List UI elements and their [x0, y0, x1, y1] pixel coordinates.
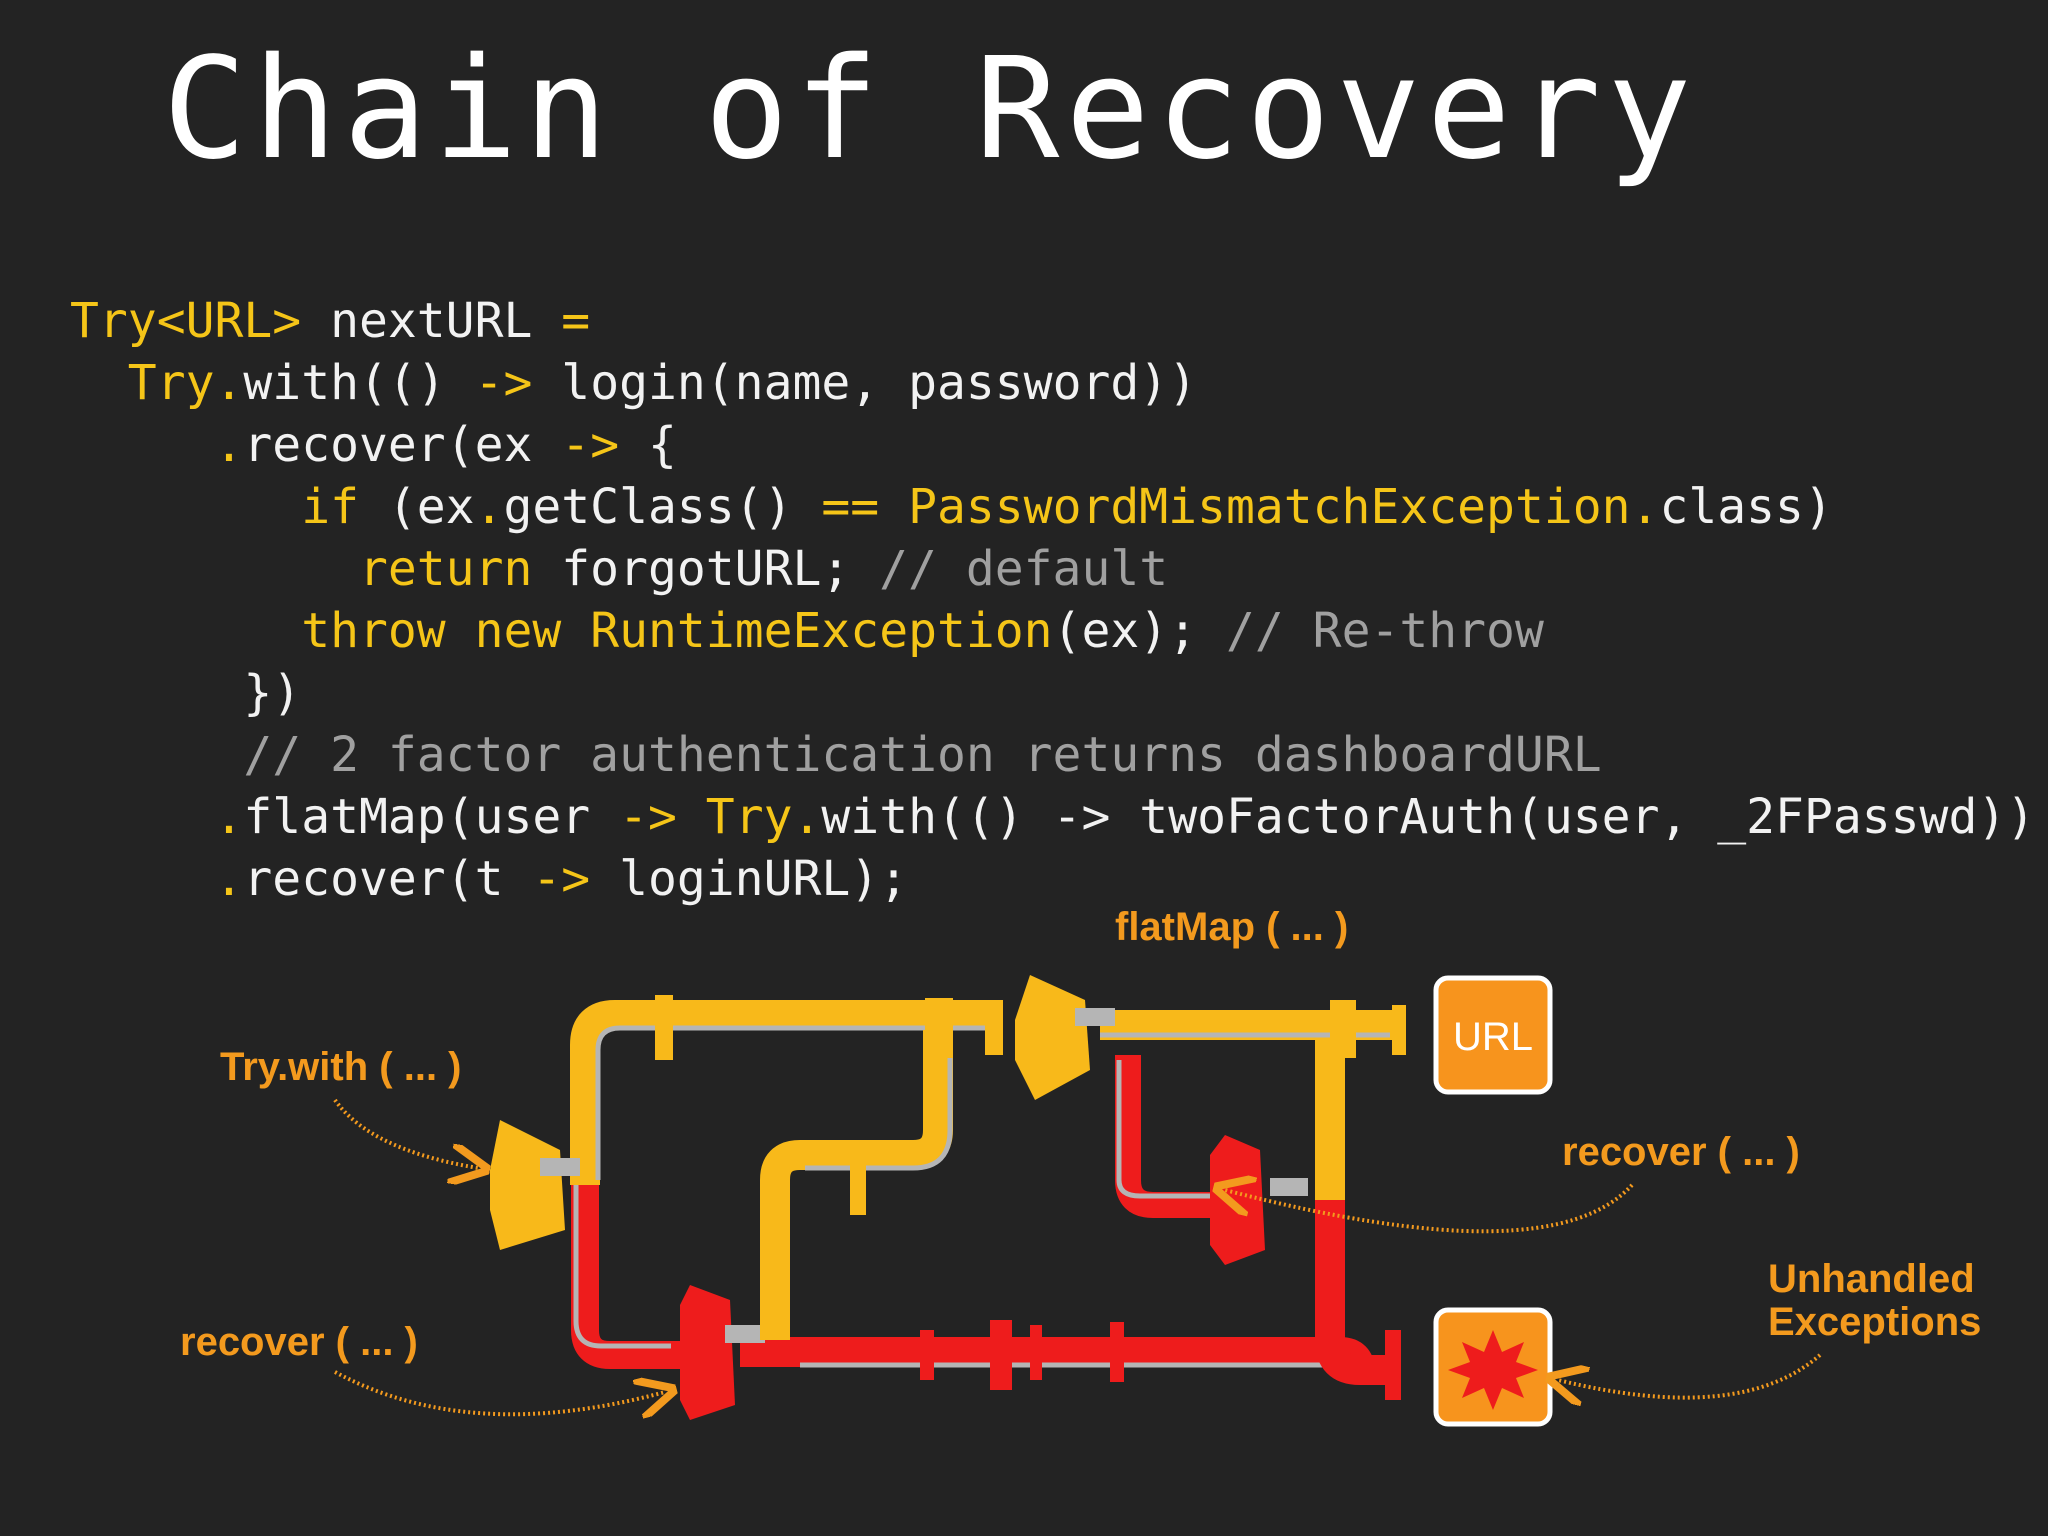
explosion-icon	[1448, 1330, 1538, 1410]
code-token: ->	[474, 355, 533, 411]
code-token: .	[214, 355, 244, 411]
code-line: .flatMap(user -> Try.with(() -> twoFacto…	[70, 786, 2036, 848]
code-token: .	[474, 479, 504, 535]
flatmap-valve	[1015, 975, 1090, 1100]
code-token: (ex	[358, 479, 475, 535]
code-token: recover(ex	[243, 417, 562, 473]
success-track	[490, 975, 1406, 1340]
code-indent	[70, 417, 215, 473]
code-token	[561, 603, 590, 659]
code-token: Try<URL>	[70, 293, 302, 349]
code-token: throw	[301, 603, 446, 659]
code-token: ==	[821, 479, 880, 535]
code-token: {	[619, 417, 677, 473]
code-token: class)	[1659, 479, 1833, 535]
annotation-arrows	[333, 1098, 1822, 1414]
code-line: Try<URL> nextURL =	[70, 290, 2035, 352]
code-line: return forgotURL; // default	[70, 538, 2035, 600]
url-output: URL	[1433, 975, 1553, 1095]
code-token: .	[1630, 479, 1660, 535]
code-token: with(()	[243, 355, 475, 411]
code-token: =	[561, 293, 591, 349]
code-token: if	[301, 479, 359, 535]
code-token: Try	[705, 789, 793, 845]
code-token: recover(t	[243, 851, 533, 907]
label-recover-left: recover ( ... )	[180, 1320, 418, 1364]
code-line: // 2 factor authentication returns dashb…	[70, 724, 2035, 786]
code-token: getClass()	[503, 479, 822, 535]
code-token: // Re-throw	[1225, 603, 1544, 659]
code-token: forgotURL;	[532, 541, 880, 597]
recover-valve-right	[1210, 1135, 1265, 1265]
failure-track	[571, 1055, 1401, 1420]
code-token: .	[214, 417, 244, 473]
code-token: loginURL);	[590, 851, 909, 907]
pipe-diagram: URL Try.with ( ... ) recover ( ... ) fla…	[180, 905, 1981, 1427]
code-token	[677, 789, 706, 845]
code-block: Try<URL> nextURL = Try.with(() -> login(…	[70, 290, 2035, 910]
code-line: if (ex.getClass() == PasswordMismatchExc…	[70, 476, 2035, 538]
code-token	[879, 479, 908, 535]
code-token: PasswordMismatchException	[908, 479, 1631, 535]
code-line: .recover(ex -> {	[70, 414, 2035, 476]
url-box-label: URL	[1453, 1015, 1533, 1059]
code-indent	[70, 665, 243, 721]
code-token: nextURL	[301, 293, 562, 349]
code-token: ->	[532, 851, 591, 907]
code-indent	[70, 355, 128, 411]
code-indent	[70, 603, 301, 659]
code-line: })	[70, 662, 2035, 724]
code-token: with(() -> twoFactorAuth(user, _2FPasswd…	[821, 789, 2036, 845]
code-indent	[70, 789, 215, 845]
code-token: .	[214, 789, 244, 845]
code-indent	[70, 727, 243, 783]
code-indent	[70, 541, 359, 597]
code-token: .	[792, 789, 822, 845]
code-token: ->	[619, 789, 677, 845]
code-token: return	[358, 541, 533, 597]
label-unhandled-1: Unhandled	[1768, 1257, 1975, 1301]
code-line: Try.with(() -> login(name, password))	[70, 352, 2035, 414]
slide-title: Chain of Recovery	[162, 28, 1698, 191]
code-token: .	[214, 851, 244, 907]
label-unhandled-2: Exceptions	[1768, 1300, 1981, 1344]
exception-output	[1433, 1307, 1553, 1427]
code-token: ->	[561, 417, 620, 473]
try-with-valve	[490, 1120, 565, 1250]
label-recover-right: recover ( ... )	[1562, 1130, 1800, 1174]
code-token: // default	[879, 541, 1169, 597]
code-token	[446, 603, 475, 659]
code-token: })	[243, 665, 302, 721]
label-try-with: Try.with ( ... )	[220, 1045, 461, 1089]
code-token: new	[474, 603, 562, 659]
recover-valve-left	[680, 1285, 735, 1420]
code-token: flatMap(user	[243, 789, 620, 845]
code-indent	[70, 479, 301, 535]
code-token: // 2 factor authentication returns dashb…	[243, 727, 1602, 783]
label-flatmap: flatMap ( ... )	[1115, 905, 1348, 949]
code-token: RuntimeException	[590, 603, 1053, 659]
code-line: throw new RuntimeException(ex); // Re-th…	[70, 600, 2035, 662]
code-token: (ex);	[1052, 603, 1226, 659]
code-line: .recover(t -> loginURL);	[70, 848, 2035, 910]
code-token: login(name, password))	[532, 355, 1198, 411]
code-token: Try	[127, 355, 215, 411]
